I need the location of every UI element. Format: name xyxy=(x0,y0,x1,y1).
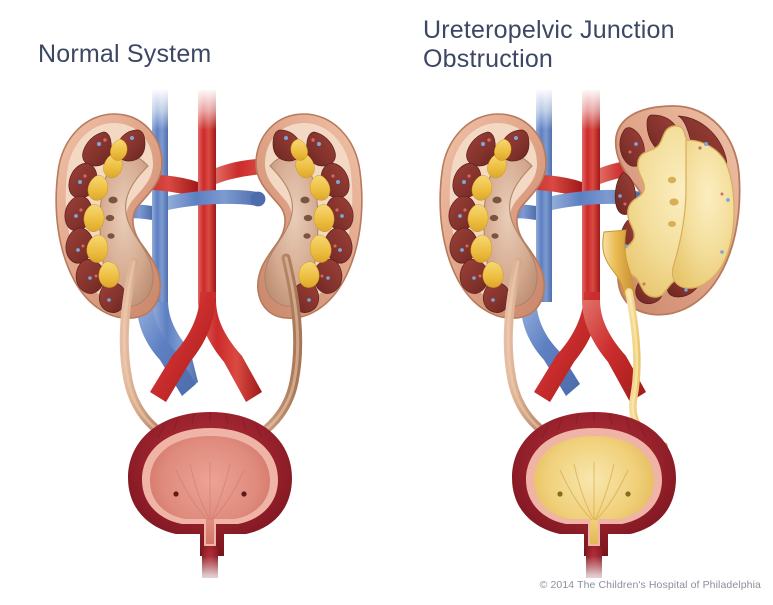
kidney-right-normal xyxy=(255,113,363,319)
panel-upj-obstruction xyxy=(439,88,741,588)
panel-normal-system xyxy=(55,88,363,588)
panel-title-upj: Ureteropelvic Junction Obstruction xyxy=(423,16,675,73)
kidney-right-hydronephrotic xyxy=(614,105,741,316)
bladder-upj xyxy=(512,412,676,588)
copyright-notice: © 2014 The Children's Hospital of Philad… xyxy=(539,579,761,591)
bladder-normal xyxy=(128,412,292,588)
ureter-left-upj xyxy=(503,257,563,445)
great-vessels-normal xyxy=(118,88,292,402)
ureter-left-normal xyxy=(119,257,179,445)
panel-title-normal: Normal System xyxy=(38,40,212,68)
